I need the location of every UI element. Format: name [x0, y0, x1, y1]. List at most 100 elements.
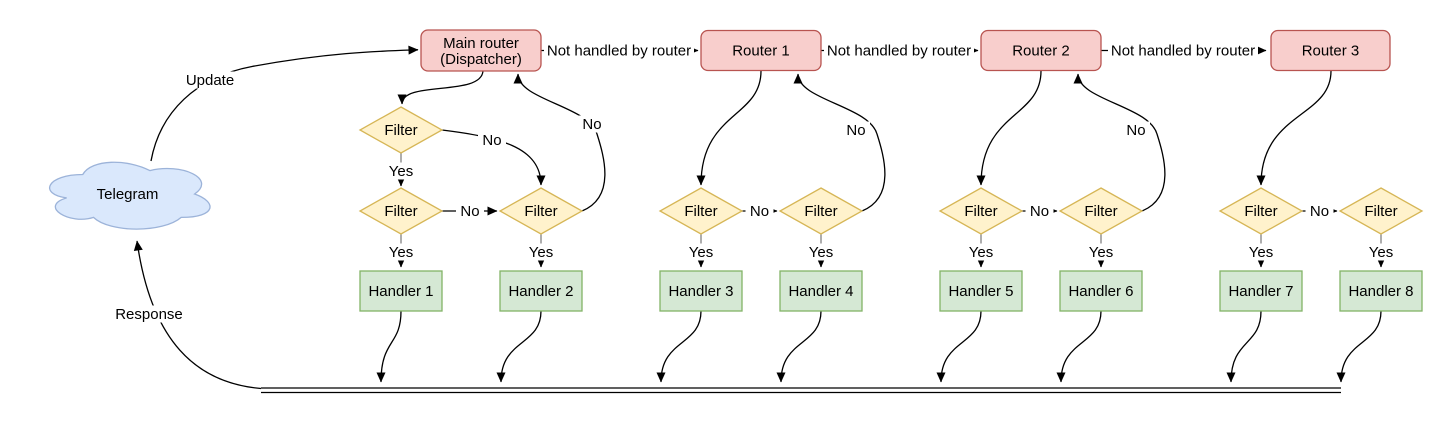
edge-label-yes-3: Yes — [529, 244, 553, 261]
filter-diamond-7 — [1058, 187, 1144, 235]
handler-node-3: Handler 3 — [659, 270, 743, 312]
handler-label-7: Handler 7 — [1228, 283, 1293, 300]
filter-node-3: Filter — [498, 187, 584, 235]
filter-node-4: Filter — [658, 187, 744, 235]
handler-box-6 — [1059, 270, 1143, 312]
filter-node-5: Filter — [778, 187, 864, 235]
edge-label-update-bg — [181, 71, 239, 89]
edge-label-yes-5: Yes — [809, 244, 833, 261]
handler-label-4: Handler 4 — [788, 283, 853, 300]
edge-label-no-8: No — [1126, 122, 1145, 139]
main-router-dispatcher-node: Main router(Dispatcher) — [420, 29, 542, 72]
handler-node-2: Handler 2 — [499, 270, 583, 312]
edge-label-yes-4-bg — [685, 243, 717, 261]
edge-label-no-2-bg — [456, 202, 484, 220]
filter-diamond-5 — [778, 187, 864, 235]
edge-labels-layer: Update Not handled by router Not handled b… — [111, 42, 1397, 323]
router-1-node-box — [700, 29, 822, 72]
filter-node-6: Filter — [938, 187, 1024, 235]
filter-label-3: Filter — [524, 203, 557, 220]
main-router-dispatcher-node-label-line1: Main router — [443, 35, 519, 52]
cloud-shape — [49, 161, 211, 230]
edge-router1-to-filter — [696, 70, 762, 186]
edge-label-no-1: No — [482, 132, 501, 149]
filter-label-4: Filter — [684, 203, 717, 220]
filter-label-5: Filter — [804, 203, 837, 220]
edge-label-yes-9-bg — [1365, 243, 1397, 261]
edge-label-no-6: No — [1310, 203, 1329, 220]
edge-label-yes-2-bg — [385, 243, 417, 261]
edge-response — [133, 240, 262, 390]
edge-label-no-4: No — [750, 203, 769, 220]
edge-label-not-handled-2-bg — [824, 42, 974, 59]
edge-filter2-no-return — [513, 73, 606, 212]
filter-diamond-6 — [938, 187, 1024, 235]
edge-handler1-to-bus — [376, 310, 402, 383]
router-1-node: Router 1 — [700, 29, 822, 72]
filter-diamond-4 — [658, 187, 744, 235]
edge-label-no-8-bg — [1122, 121, 1150, 139]
filter-node-2: Filter — [358, 187, 444, 235]
handler-box-2 — [499, 270, 583, 312]
filter-node-8: Filter — [1218, 187, 1304, 235]
edges-layer — [133, 45, 1386, 394]
filter-node-7: Filter — [1058, 187, 1144, 235]
edge-handler4-to-bus — [776, 310, 822, 383]
main-router-dispatcher-node-box — [420, 29, 542, 72]
filter-node-9: Filter — [1338, 187, 1424, 235]
filter-node-1: Filter — [358, 106, 444, 154]
router-2-node-box — [980, 29, 1102, 72]
edge-handler7-to-bus — [1226, 310, 1262, 383]
filter-label-8: Filter — [1244, 203, 1277, 220]
edge-label-yes-7: Yes — [1089, 244, 1113, 261]
edge-label-yes-6-bg — [965, 243, 997, 261]
handler-node-7: Handler 7 — [1219, 270, 1303, 312]
filter-label-9: Filter — [1364, 203, 1397, 220]
edge-label-update: Update — [186, 72, 234, 89]
filter-diamond-8 — [1218, 187, 1304, 235]
edge-label-not-handled-1: Not handled by router — [547, 43, 691, 60]
edge-label-no-5: No — [1030, 203, 1049, 220]
filter-diamond-3 — [498, 187, 584, 235]
edge-label-no-2: No — [460, 203, 479, 220]
edge-label-no-6-bg — [1305, 202, 1334, 220]
edge-handler5-to-bus — [936, 310, 982, 383]
filter-diamond-9 — [1338, 187, 1424, 235]
edge-label-yes-9: Yes — [1369, 244, 1393, 261]
handler-node-4: Handler 4 — [779, 270, 863, 312]
handler-label-8: Handler 8 — [1348, 283, 1413, 300]
handler-label-2: Handler 2 — [508, 283, 573, 300]
edge-handler2-to-bus — [496, 310, 542, 383]
filter-diamond-2 — [358, 187, 444, 235]
handler-label-1: Handler 1 — [368, 283, 433, 300]
edge-update — [150, 45, 419, 162]
edge-label-not-handled-1-bg — [544, 42, 694, 59]
handler-label-3: Handler 3 — [668, 283, 733, 300]
edge-label-no-7-bg — [842, 121, 870, 139]
edge-label-no-3: No — [582, 116, 601, 133]
edge-router3-to-filter — [1256, 70, 1332, 186]
edge-handler8-to-bus — [1336, 310, 1382, 383]
edge-filter-top-no — [441, 129, 546, 186]
handler-label-5: Handler 5 — [948, 283, 1013, 300]
edge-filter4-no-return — [793, 73, 886, 212]
edge-label-not-handled-3: Not handled by router — [1111, 43, 1255, 60]
handler-label-6: Handler 6 — [1068, 283, 1133, 300]
router-3-node-label: Router 3 — [1302, 43, 1360, 60]
router-1-node-label: Router 1 — [732, 43, 790, 60]
filter-label-1: Filter — [384, 122, 417, 139]
edge-label-no-3-bg — [578, 115, 606, 133]
handler-node-5: Handler 5 — [939, 270, 1023, 312]
handler-box-4 — [779, 270, 863, 312]
nodes-layer: Telegram Main router(Dispatcher) Router 1 R… — [49, 29, 1424, 312]
router-3-node-box — [1270, 29, 1391, 72]
handler-node-8: Handler 8 — [1339, 270, 1423, 312]
handler-node-6: Handler 6 — [1059, 270, 1143, 312]
filter-diamond-1 — [358, 106, 444, 154]
filter-label-2: Filter — [384, 203, 417, 220]
edge-handler6-to-bus — [1056, 310, 1102, 383]
telegram-cloud-node: Telegram — [49, 161, 211, 230]
filter-label-6: Filter — [964, 203, 997, 220]
edge-label-yes-4: Yes — [689, 244, 713, 261]
